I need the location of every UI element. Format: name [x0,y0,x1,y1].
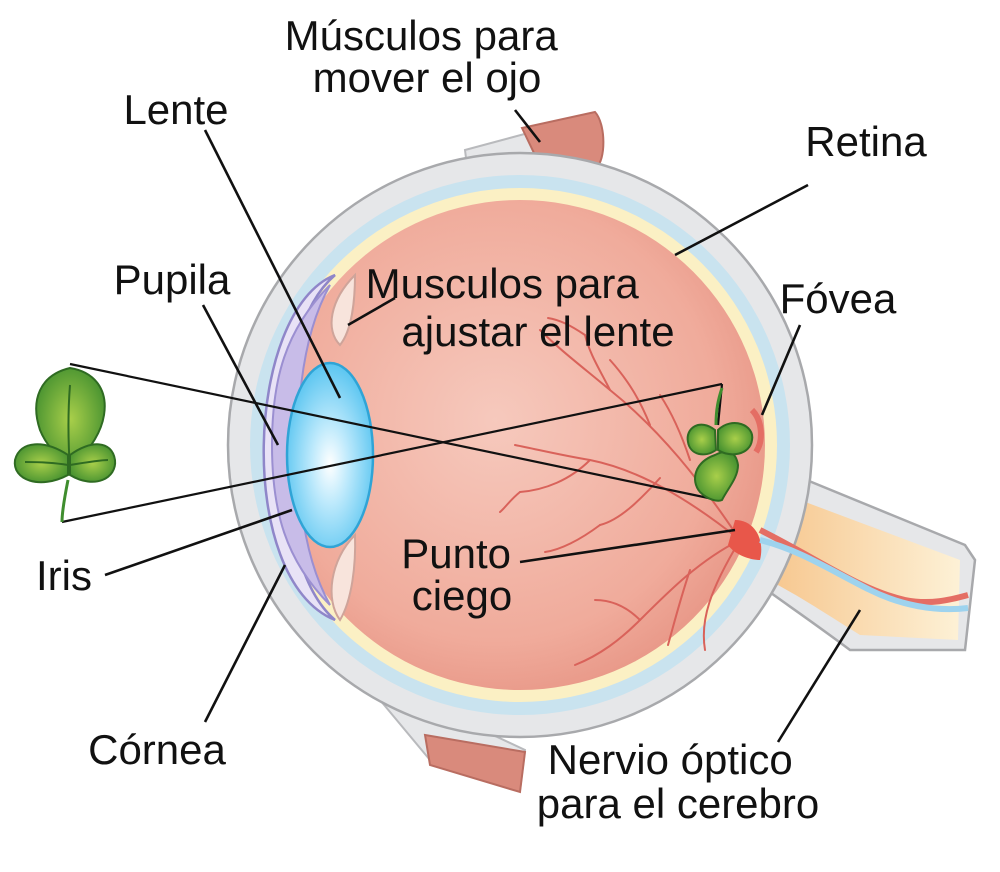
label-retina: Retina [805,118,927,165]
label-cornea: Córnea [88,726,226,773]
label-nervio-optico: Nervio óptico para el cerebro [537,736,820,827]
label-punto-ciego: Punto ciego [401,530,522,619]
lens [285,361,375,549]
label-pupila: Pupila [114,256,231,303]
fovea-pit [749,407,764,454]
optic-disc [728,520,762,560]
bottom-eye-muscle [377,698,527,794]
pointer-lines [104,109,862,743]
object-leaf-icon [13,366,117,523]
label-lente: Lente [123,86,228,133]
ciliary-muscle-bottom [330,532,357,622]
nerve-vessels [758,527,969,613]
label-musculos-ajustar: Musculos para ajustar el lente [366,260,675,355]
label-fovea: Fóvea [780,275,897,322]
label-iris: Iris [36,552,92,599]
label-musculos-mover: Músculos para mover el ojo [285,12,570,101]
ciliary-muscle-top [330,272,357,347]
retina-image-leaf-icon [686,387,754,502]
